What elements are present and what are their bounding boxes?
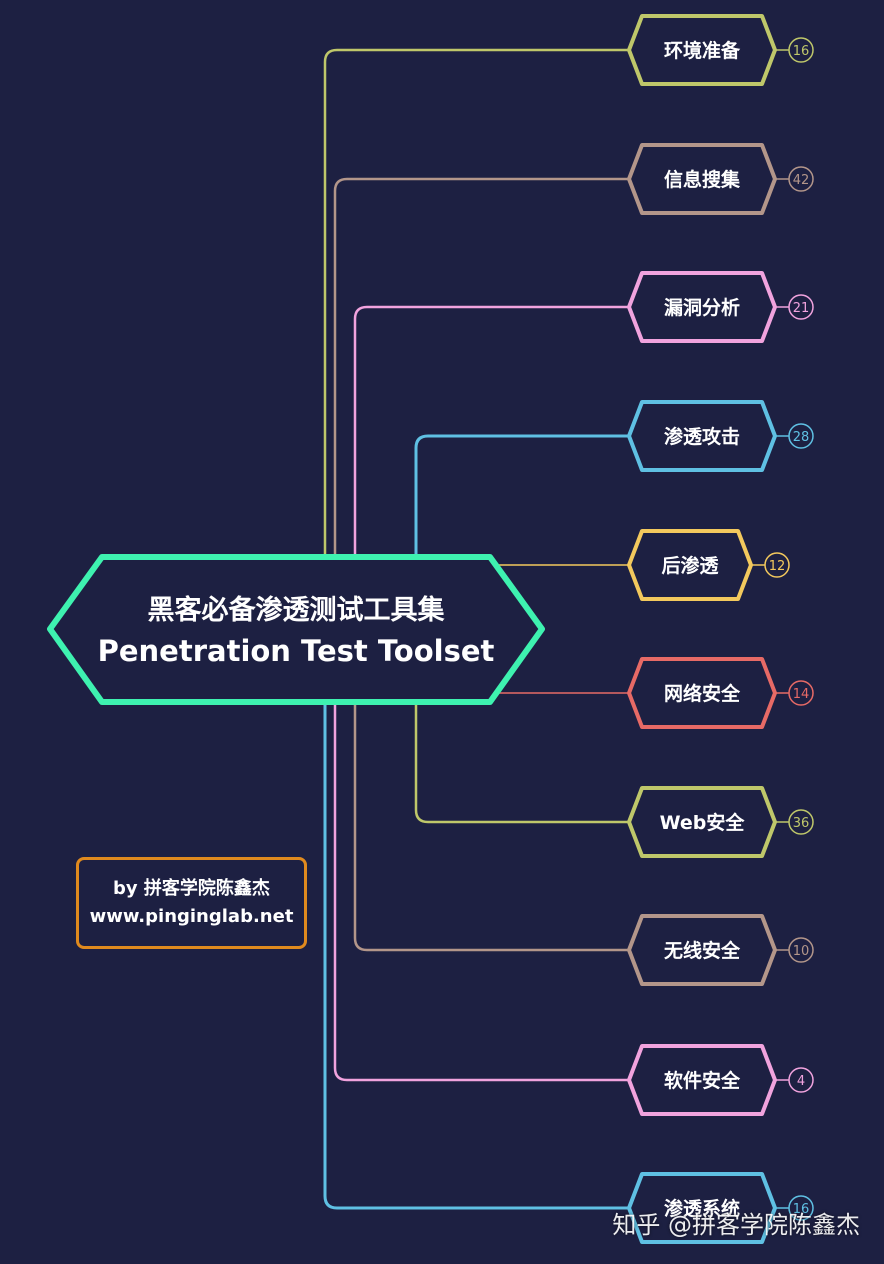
branch-label: 无线安全 bbox=[664, 939, 741, 962]
count-badge bbox=[764, 552, 790, 578]
branch-node-4[interactable]: 渗透攻击 28 bbox=[627, 400, 814, 472]
branch-label: 漏洞分析 bbox=[664, 296, 740, 319]
branch-node-1[interactable]: 环境准备 16 bbox=[627, 14, 814, 86]
branch-node-3[interactable]: 漏洞分析 21 bbox=[627, 271, 814, 343]
branch-node-6[interactable]: 网络安全 14 bbox=[627, 657, 814, 729]
count-text: 42 bbox=[793, 173, 810, 188]
count-badge bbox=[788, 1067, 814, 1093]
branch-label: 信息搜集 bbox=[664, 168, 741, 191]
branch-node-7[interactable]: Web安全 36 bbox=[627, 786, 814, 858]
watermark: 知乎 @拼客学院陈鑫杰 bbox=[612, 1211, 860, 1239]
branch-node-2[interactable]: 信息搜集 42 bbox=[627, 143, 814, 215]
branch-label: 软件安全 bbox=[664, 1069, 741, 1092]
count-badge bbox=[788, 423, 814, 449]
branch-label: 渗透攻击 bbox=[664, 425, 740, 448]
branch-connector bbox=[414, 434, 629, 629]
branch-connector bbox=[333, 177, 629, 629]
count-badge bbox=[788, 937, 814, 963]
branch-node-9[interactable]: 软件安全 4 bbox=[627, 1044, 814, 1116]
author-website: www.pinginglab.net bbox=[89, 906, 294, 927]
center-node[interactable]: 黑客必备渗透测试工具集 Penetration Test Toolset bbox=[47, 554, 545, 705]
branch-connector bbox=[414, 629, 629, 824]
count-text: 14 bbox=[793, 687, 810, 702]
branch-node-8[interactable]: 无线安全 10 bbox=[627, 914, 814, 986]
branch-connector bbox=[323, 48, 629, 629]
branch-label: Web安全 bbox=[660, 811, 746, 834]
count-text: 10 bbox=[793, 944, 810, 959]
branch-label: 后渗透 bbox=[661, 554, 719, 577]
branch-connector bbox=[353, 305, 629, 629]
count-text: 36 bbox=[793, 816, 810, 831]
branch-connector bbox=[323, 629, 629, 1210]
author-credit-box: by 拼客学院陈鑫杰 www.pinginglab.net bbox=[76, 857, 307, 949]
count-text: 4 bbox=[797, 1074, 805, 1089]
author-name: by 拼客学院陈鑫杰 bbox=[113, 878, 270, 899]
branch-label: 网络安全 bbox=[664, 682, 741, 705]
center-title-cn: 黑客必备渗透测试工具集 bbox=[148, 594, 446, 626]
count-badge bbox=[788, 166, 814, 192]
count-badge bbox=[788, 294, 814, 320]
count-text: 28 bbox=[793, 430, 810, 445]
count-text: 16 bbox=[793, 44, 810, 59]
count-text: 21 bbox=[793, 301, 810, 316]
count-badge bbox=[788, 37, 814, 63]
count-badge bbox=[788, 809, 814, 835]
count-badge bbox=[788, 1195, 814, 1221]
count-text: 12 bbox=[769, 559, 786, 574]
branch-node-5[interactable]: 后渗透 12 bbox=[627, 529, 790, 601]
branch-label: 渗透系统 bbox=[664, 1197, 740, 1220]
count-text: 16 bbox=[793, 1202, 810, 1217]
count-badge bbox=[788, 680, 814, 706]
branch-node-10[interactable]: 渗透系统 16 bbox=[627, 1172, 814, 1244]
branch-connector bbox=[353, 629, 629, 952]
branch-label: 环境准备 bbox=[664, 39, 741, 62]
center-title-en: Penetration Test Toolset bbox=[98, 634, 495, 668]
branch-connector bbox=[333, 629, 629, 1082]
